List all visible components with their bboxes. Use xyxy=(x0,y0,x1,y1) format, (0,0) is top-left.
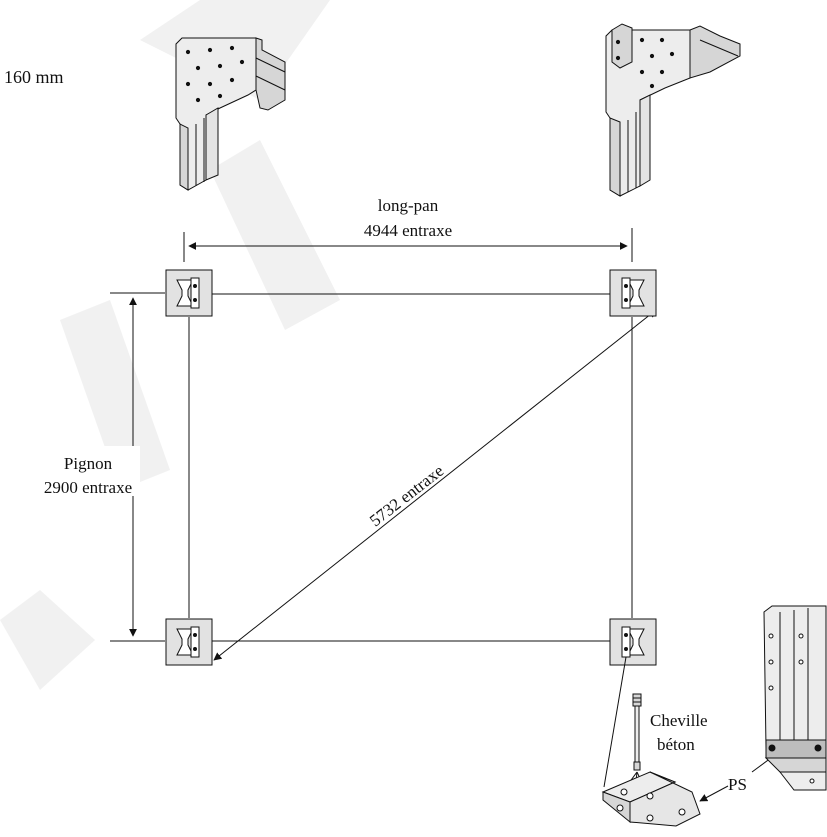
cheville-label-line1: Cheville xyxy=(650,711,708,730)
watermark xyxy=(0,0,340,690)
base-plate-bottom-left xyxy=(165,618,213,666)
diagonal-arrow xyxy=(213,309,657,661)
corner-bracket-left xyxy=(175,37,286,191)
cheville-label-line2: béton xyxy=(657,735,695,754)
ps-label: PS xyxy=(728,775,747,794)
angle-bracket xyxy=(601,771,701,827)
ps-post xyxy=(763,605,827,791)
frame-lines xyxy=(188,293,633,642)
base-plate-top-left xyxy=(165,269,213,317)
ps-arrow-left xyxy=(699,785,729,802)
dimension-label-160mm: 160 mm xyxy=(4,67,64,87)
base-plate-top-right xyxy=(609,269,657,317)
base-plate-bottom-right xyxy=(609,618,657,666)
long-pan-title: long-pan xyxy=(378,196,439,215)
pignon-label-backdrop xyxy=(40,446,140,496)
diagonal-label: 5732 entraxe xyxy=(366,461,447,530)
pignon-value: 2900 entraxe xyxy=(44,478,132,497)
pignon-title: Pignon xyxy=(64,454,113,473)
long-pan-value: 4944 entraxe xyxy=(364,221,452,240)
long-pan-dimension xyxy=(183,228,633,262)
corner-bracket-right xyxy=(605,23,741,197)
anchor-bolt xyxy=(632,693,642,771)
plate-leader-line xyxy=(603,656,627,788)
